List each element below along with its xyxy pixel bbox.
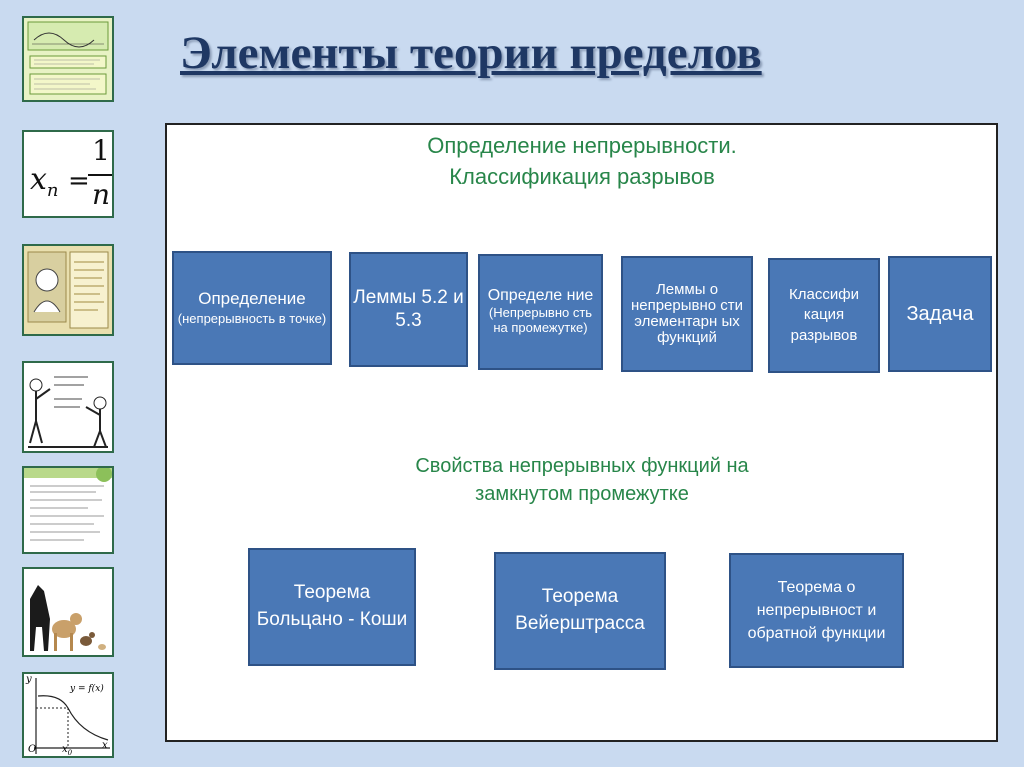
dogs-photo-illustration — [24, 569, 112, 655]
box-weierstrass[interactable]: Теорема Вейерштрасса — [494, 552, 666, 670]
sketch-slide-illustration — [24, 363, 112, 451]
box-weierstrass-title: Теорема Вейерштрасса — [498, 584, 662, 637]
thumbnail-dogs-photo[interactable] — [22, 567, 114, 657]
section-continuity-heading: Определение непрерывности. Классификация… — [317, 131, 847, 193]
box-lemmas-elementary-title: Леммы о непрерывно сти элементарн ых фун… — [625, 282, 749, 347]
formula-fraction-bar — [88, 174, 112, 176]
text-slide-illustration — [24, 468, 112, 552]
thumbnail-function-graph[interactable]: y y = f(x) O x0 x — [22, 672, 114, 758]
section-continuity-line1: Определение непрерывности. — [317, 131, 847, 162]
thumbnail-sketch-slide[interactable] — [22, 361, 114, 453]
box-definition-point[interactable]: Определение (непрерывность в точке) — [172, 251, 332, 365]
formula-n-subscript: n — [47, 180, 59, 201]
box-task[interactable]: Задача — [888, 256, 992, 372]
box-definition-interval[interactable]: Определе ние (Непрерывно сть на промежут… — [478, 254, 603, 370]
box-inverse-function[interactable]: Теорема о непрерывност и обратной функци… — [729, 553, 904, 668]
box-lemmas-elementary[interactable]: Леммы о непрерывно сти элементарн ых фун… — [621, 256, 753, 372]
formula-denominator: n — [90, 178, 112, 211]
formula-numerator: 1 — [90, 134, 112, 167]
box-bolzano-cauchy[interactable]: Теорема Больцано - Коши — [248, 548, 416, 666]
graph-x0-subscript: 0 — [68, 749, 72, 757]
portrait-slide-illustration — [24, 246, 112, 334]
box-lemmas-5-2-5-3[interactable]: Леммы 5.2 и 5.3 — [349, 252, 468, 367]
thumbnail-formula[interactable]: xn = 1 n — [22, 130, 114, 218]
graph-slide-illustration — [24, 18, 112, 100]
section-continuity-line2: Классификация разрывов — [317, 162, 847, 193]
box-definition-interval-sub: (Непрерывно сть на промежутке) — [482, 306, 599, 336]
box-definition-interval-title: Определе ние — [488, 288, 594, 305]
graph-y-label: y — [26, 674, 32, 685]
section-properties-heading: Свойства непрерывных функций на замкнуто… — [317, 452, 847, 508]
box-task-title: Задача — [906, 302, 973, 326]
box-definition-point-sub: (непрерывность в точке) — [178, 311, 326, 327]
box-classification[interactable]: Классифи кация разрывов — [768, 258, 880, 373]
box-classification-title: Классифи кация разрывов — [772, 285, 876, 346]
section-properties-line2: замкнутом промежутке — [317, 480, 847, 508]
thumbnail-portrait-slide[interactable] — [22, 244, 114, 336]
graph-origin-label: O — [28, 744, 36, 755]
formula-equals: = — [68, 166, 90, 196]
formula-x: x — [30, 162, 47, 197]
thumbnail-graph-slide[interactable] — [22, 16, 114, 102]
box-bolzano-cauchy-title: Теорема Больцано - Коши — [252, 580, 412, 633]
thumbnail-text-slide[interactable] — [22, 466, 114, 554]
section-properties-line1: Свойства непрерывных функций на — [317, 452, 847, 480]
graph-function-label: y = f(x) — [70, 684, 104, 694]
box-lemmas-title: Леммы 5.2 и 5.3 — [353, 287, 464, 333]
graph-x-label: x — [102, 740, 108, 751]
page-title: Элементы теории пределов — [180, 26, 762, 80]
content-panel: Определение непрерывности. Классификация… — [165, 123, 998, 742]
box-definition-point-title: Определение — [198, 289, 306, 309]
box-inverse-function-title: Теорема о непрерывност и обратной функци… — [733, 576, 900, 646]
